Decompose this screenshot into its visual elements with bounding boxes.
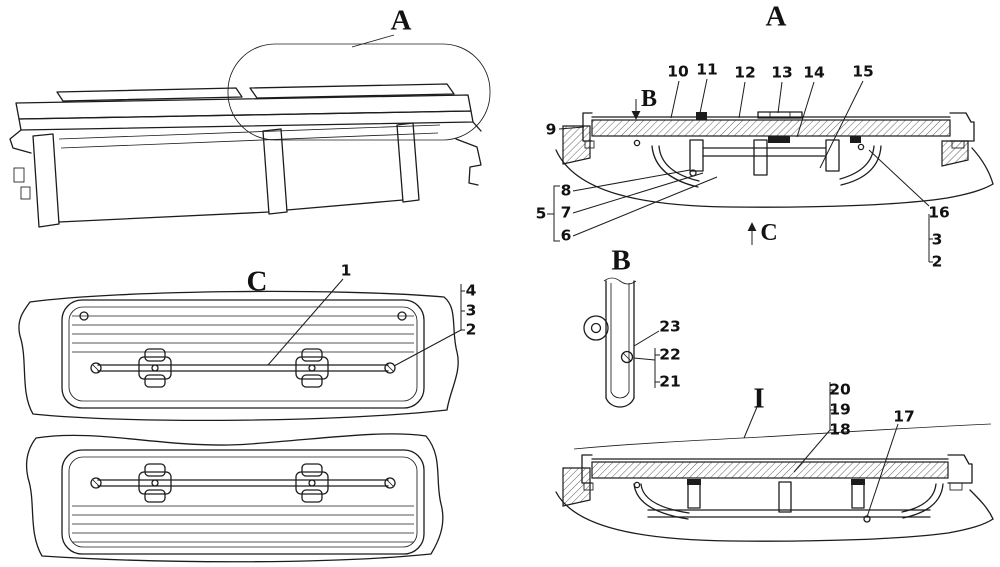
detail-i-callout-leaders bbox=[743, 382, 899, 518]
callout-6: 6 bbox=[560, 226, 572, 245]
callout-22: 22 bbox=[659, 345, 681, 364]
section-a-linework bbox=[555, 111, 994, 208]
callout-3-plan: 3 bbox=[465, 301, 477, 320]
callout-12: 12 bbox=[734, 63, 756, 82]
view-label-detail-b: B bbox=[611, 244, 631, 277]
callout-14: 14 bbox=[803, 63, 825, 82]
callout-18: 18 bbox=[829, 420, 851, 439]
rod-clamp-left-lower bbox=[138, 463, 172, 503]
callout-7: 7 bbox=[560, 203, 572, 222]
callout-11: 11 bbox=[696, 60, 718, 79]
direction-label-b: B bbox=[640, 86, 658, 112]
plan-c-lower-linework bbox=[25, 433, 444, 563]
detail-i-linework bbox=[555, 423, 994, 542]
direction-label-c: C bbox=[760, 220, 778, 246]
plan-c-callout-leaders bbox=[267, 278, 465, 367]
detail-a-loop bbox=[227, 43, 491, 141]
callout-15: 15 bbox=[852, 62, 874, 81]
callout-13: 13 bbox=[771, 63, 793, 82]
view-label-detail-i: I bbox=[753, 382, 765, 415]
detail-b-linework bbox=[583, 277, 637, 408]
plan-c-linework bbox=[18, 290, 459, 422]
callout-21: 21 bbox=[659, 372, 681, 391]
callout-2-plan: 2 bbox=[465, 320, 477, 339]
callout-8: 8 bbox=[560, 181, 572, 200]
section-a-callout-leaders bbox=[547, 78, 933, 263]
view-label-plan-c: C bbox=[246, 265, 268, 298]
rod-clamp-right-lower bbox=[295, 463, 329, 503]
view-label-isometric-a: A bbox=[390, 4, 412, 37]
iso-view-linework bbox=[9, 34, 491, 228]
callout-2-section: 2 bbox=[931, 252, 943, 271]
callout-19: 19 bbox=[829, 400, 851, 419]
callout-23: 23 bbox=[659, 317, 681, 336]
callout-3-section: 3 bbox=[931, 230, 943, 249]
callout-20: 20 bbox=[829, 380, 851, 399]
callout-10: 10 bbox=[667, 62, 689, 81]
callout-4: 4 bbox=[465, 281, 477, 300]
callout-1: 1 bbox=[340, 261, 352, 280]
callout-17: 17 bbox=[893, 407, 915, 426]
callout-16: 16 bbox=[928, 203, 950, 222]
view-label-section-a: A bbox=[765, 0, 787, 33]
rod-clamp-left bbox=[138, 348, 172, 388]
callout-9: 9 bbox=[545, 120, 557, 139]
rod-clamp-right bbox=[295, 348, 329, 388]
callout-5: 5 bbox=[535, 204, 547, 223]
detail-b-callout-leaders bbox=[633, 330, 660, 388]
